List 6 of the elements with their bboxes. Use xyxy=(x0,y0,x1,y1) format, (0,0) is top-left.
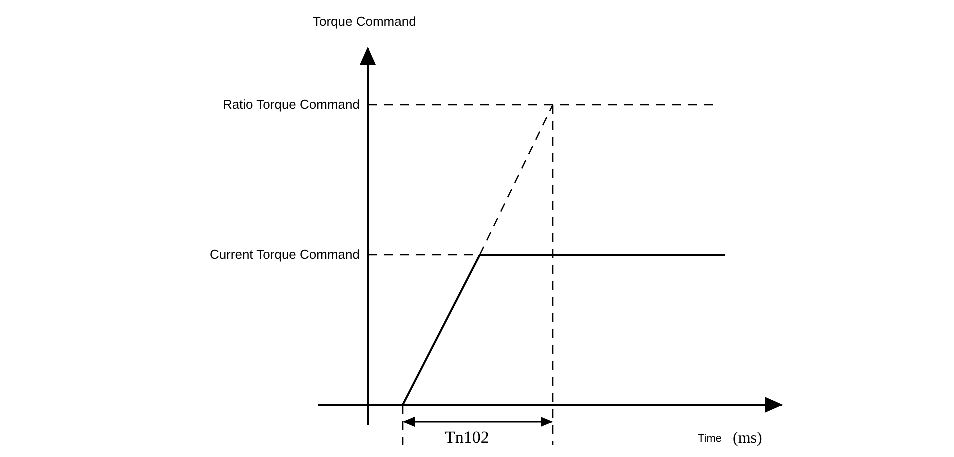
dimension-label: Tn102 xyxy=(445,428,490,448)
level-label: Ratio Torque Command xyxy=(222,97,360,113)
axis-title: Time xyxy=(698,432,722,447)
unit-label: (ms) xyxy=(733,429,762,449)
axis-title: Torque Command xyxy=(313,14,416,30)
level-label: Current Torque Command xyxy=(210,247,360,263)
